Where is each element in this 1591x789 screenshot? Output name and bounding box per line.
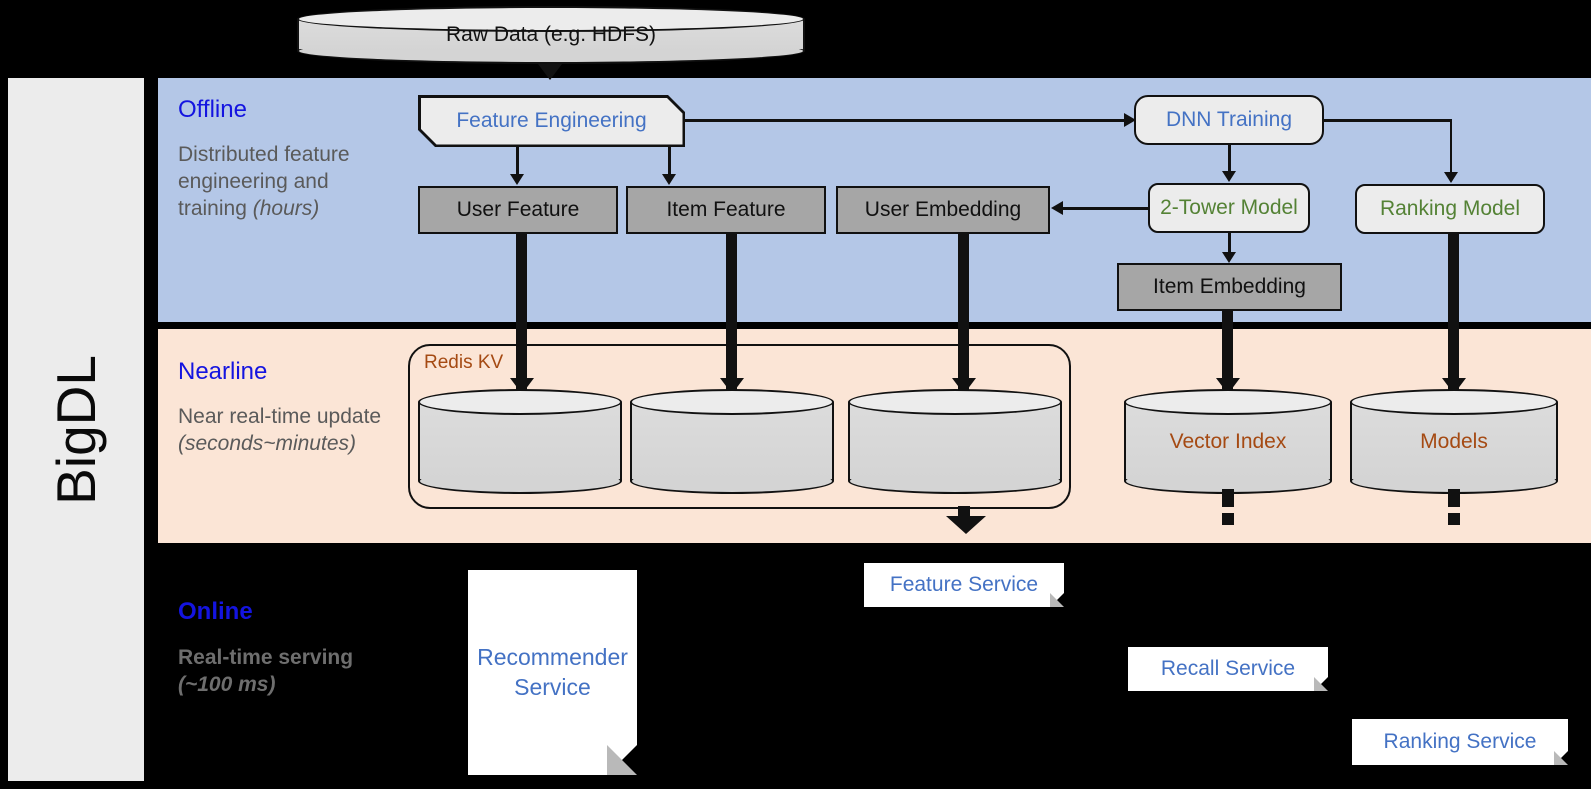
cylinder-top — [1350, 389, 1558, 415]
redis-kv-label: Redis KV — [424, 352, 504, 373]
recommender-service-node[interactable]: Recommender Service — [468, 570, 637, 775]
connector-fe-userfeature — [516, 146, 519, 176]
cylinder-body — [1124, 402, 1332, 481]
online-subtitle-main: Real-time serving — [178, 646, 354, 669]
cylinder-top — [418, 389, 622, 415]
online-subtitle-italic: (~100 ms) — [178, 672, 276, 696]
online-title: Online — [178, 598, 253, 625]
cylinder-top — [848, 389, 1062, 415]
pipe-itemembedding-vectorindex — [1222, 311, 1233, 391]
arrowhead-fe-itemfeature — [662, 174, 676, 185]
dnn-training-node[interactable]: DNN Training — [1134, 95, 1324, 145]
item-embedding-label: Item Embedding — [1153, 275, 1306, 298]
connector-dnn-twotower — [1228, 145, 1231, 173]
connector-fe-itemfeature — [668, 146, 671, 176]
nearline-subtitle-main: Near real-time update — [178, 405, 382, 428]
user-embedding-node[interactable]: User Embedding — [836, 186, 1050, 234]
arrowhead-twotower-itemembedding — [1222, 252, 1236, 263]
vector-index-cylinder[interactable]: Vector Index — [1124, 389, 1332, 494]
item-feature-label: Item Feature — [666, 198, 786, 221]
ranking-model-label: Ranking Model — [1379, 197, 1521, 220]
arrowhead-dnn-twotower — [1222, 171, 1236, 182]
stub-vectorindex-2 — [1222, 513, 1234, 525]
offline-subtitle-main: Distributed feature engineering and trai… — [178, 143, 350, 220]
cylinder-top — [630, 389, 834, 415]
arrowhead-redis-featureservice — [946, 516, 986, 534]
feature-service-label: Feature Service — [889, 573, 1039, 596]
online-title-group: Online — [178, 598, 408, 626]
user-feature-node[interactable]: User Feature — [418, 186, 618, 234]
pipe-rankingmodel-models — [1448, 234, 1459, 391]
arrowhead-fe-dnn — [1124, 113, 1136, 127]
feature-engineering-label: Feature Engineering — [456, 109, 647, 132]
bigdl-sidebar: BigDL — [8, 78, 144, 781]
feature-engineering-node[interactable]: Feature Engineering — [421, 98, 683, 145]
offline-subtitle: Distributed feature engineering and trai… — [178, 142, 383, 223]
arrowhead-dnn-ranking — [1444, 172, 1458, 183]
connector-dnn-ranking-v — [1449, 119, 1452, 174]
nearline-subtitle-italic: (seconds~minutes) — [178, 431, 356, 455]
recall-service-node[interactable]: Recall Service — [1128, 647, 1328, 691]
two-tower-model-node[interactable]: 2-Tower Model — [1148, 183, 1310, 233]
connector-twotower-userembedding — [1063, 207, 1150, 210]
recommender-service-label: Recommender Service — [477, 643, 628, 700]
nearline-title: Nearline — [178, 358, 268, 385]
user-feature-label: User Feature — [456, 198, 580, 221]
offline-title-group: Offline — [178, 96, 378, 124]
offline-title: Offline — [178, 96, 247, 123]
cylinder-top — [1124, 389, 1332, 415]
cylinder-body — [848, 402, 1062, 481]
models-label: Models — [1420, 429, 1488, 453]
connector-twotower-itemembedding — [1228, 233, 1231, 255]
dnn-training-label: DNN Training — [1165, 108, 1293, 131]
nearline-title-group: Nearline — [178, 358, 398, 386]
two-tower-model-label: 2-Tower Model — [1160, 196, 1298, 219]
pipe-userfeature-redis — [516, 234, 527, 392]
feature-service-node[interactable]: Feature Service — [864, 563, 1064, 607]
item-embedding-node[interactable]: Item Embedding — [1117, 263, 1342, 311]
stub-vectorindex-1 — [1222, 489, 1234, 507]
cylinder-top — [297, 6, 805, 32]
connector-dnn-ranking-h — [1324, 119, 1452, 122]
recall-service-label: Recall Service — [1160, 657, 1296, 680]
stub-models-1 — [1448, 489, 1460, 507]
bigdl-label: BigDL — [45, 354, 107, 505]
vector-index-label: Vector Index — [1169, 429, 1287, 453]
ranking-service-node[interactable]: Ranking Service — [1352, 719, 1568, 765]
pipe-itemfeature-redis — [726, 234, 737, 392]
nearline-subtitle: Near real-time update (seconds~minutes) — [178, 404, 408, 458]
item-feature-node[interactable]: Item Feature — [626, 186, 826, 234]
ranking-model-node[interactable]: Ranking Model — [1355, 184, 1545, 234]
raw-data-cylinder: Raw Data (e.g. HDFS) — [297, 6, 805, 64]
redis-kv-container — [408, 344, 1071, 509]
arrowhead-fe-userfeature — [510, 174, 524, 185]
offline-subtitle-italic: (hours) — [252, 196, 320, 220]
ranking-service-label: Ranking Service — [1383, 730, 1537, 753]
user-embedding-label: User Embedding — [864, 198, 1022, 221]
arrowhead-rawdata-fe — [538, 64, 562, 80]
redis-cylinder-user-feature[interactable] — [418, 389, 622, 494]
models-cylinder[interactable]: Models — [1350, 389, 1558, 494]
cylinder-body — [630, 402, 834, 481]
redis-cylinder-user-embedding[interactable] — [848, 389, 1062, 494]
arrowhead-twotower-userembedding — [1051, 201, 1063, 215]
raw-data-label: Raw Data (e.g. HDFS) — [445, 23, 657, 46]
connector-fe-dnn — [684, 119, 1125, 122]
cylinder-body — [418, 402, 622, 481]
cylinder-body — [1350, 402, 1558, 481]
online-subtitle: Real-time serving (~100 ms) — [178, 645, 408, 699]
stub-models-2 — [1448, 513, 1460, 525]
redis-cylinder-item-feature[interactable] — [630, 389, 834, 494]
pipe-userembedding-redis — [958, 234, 969, 392]
